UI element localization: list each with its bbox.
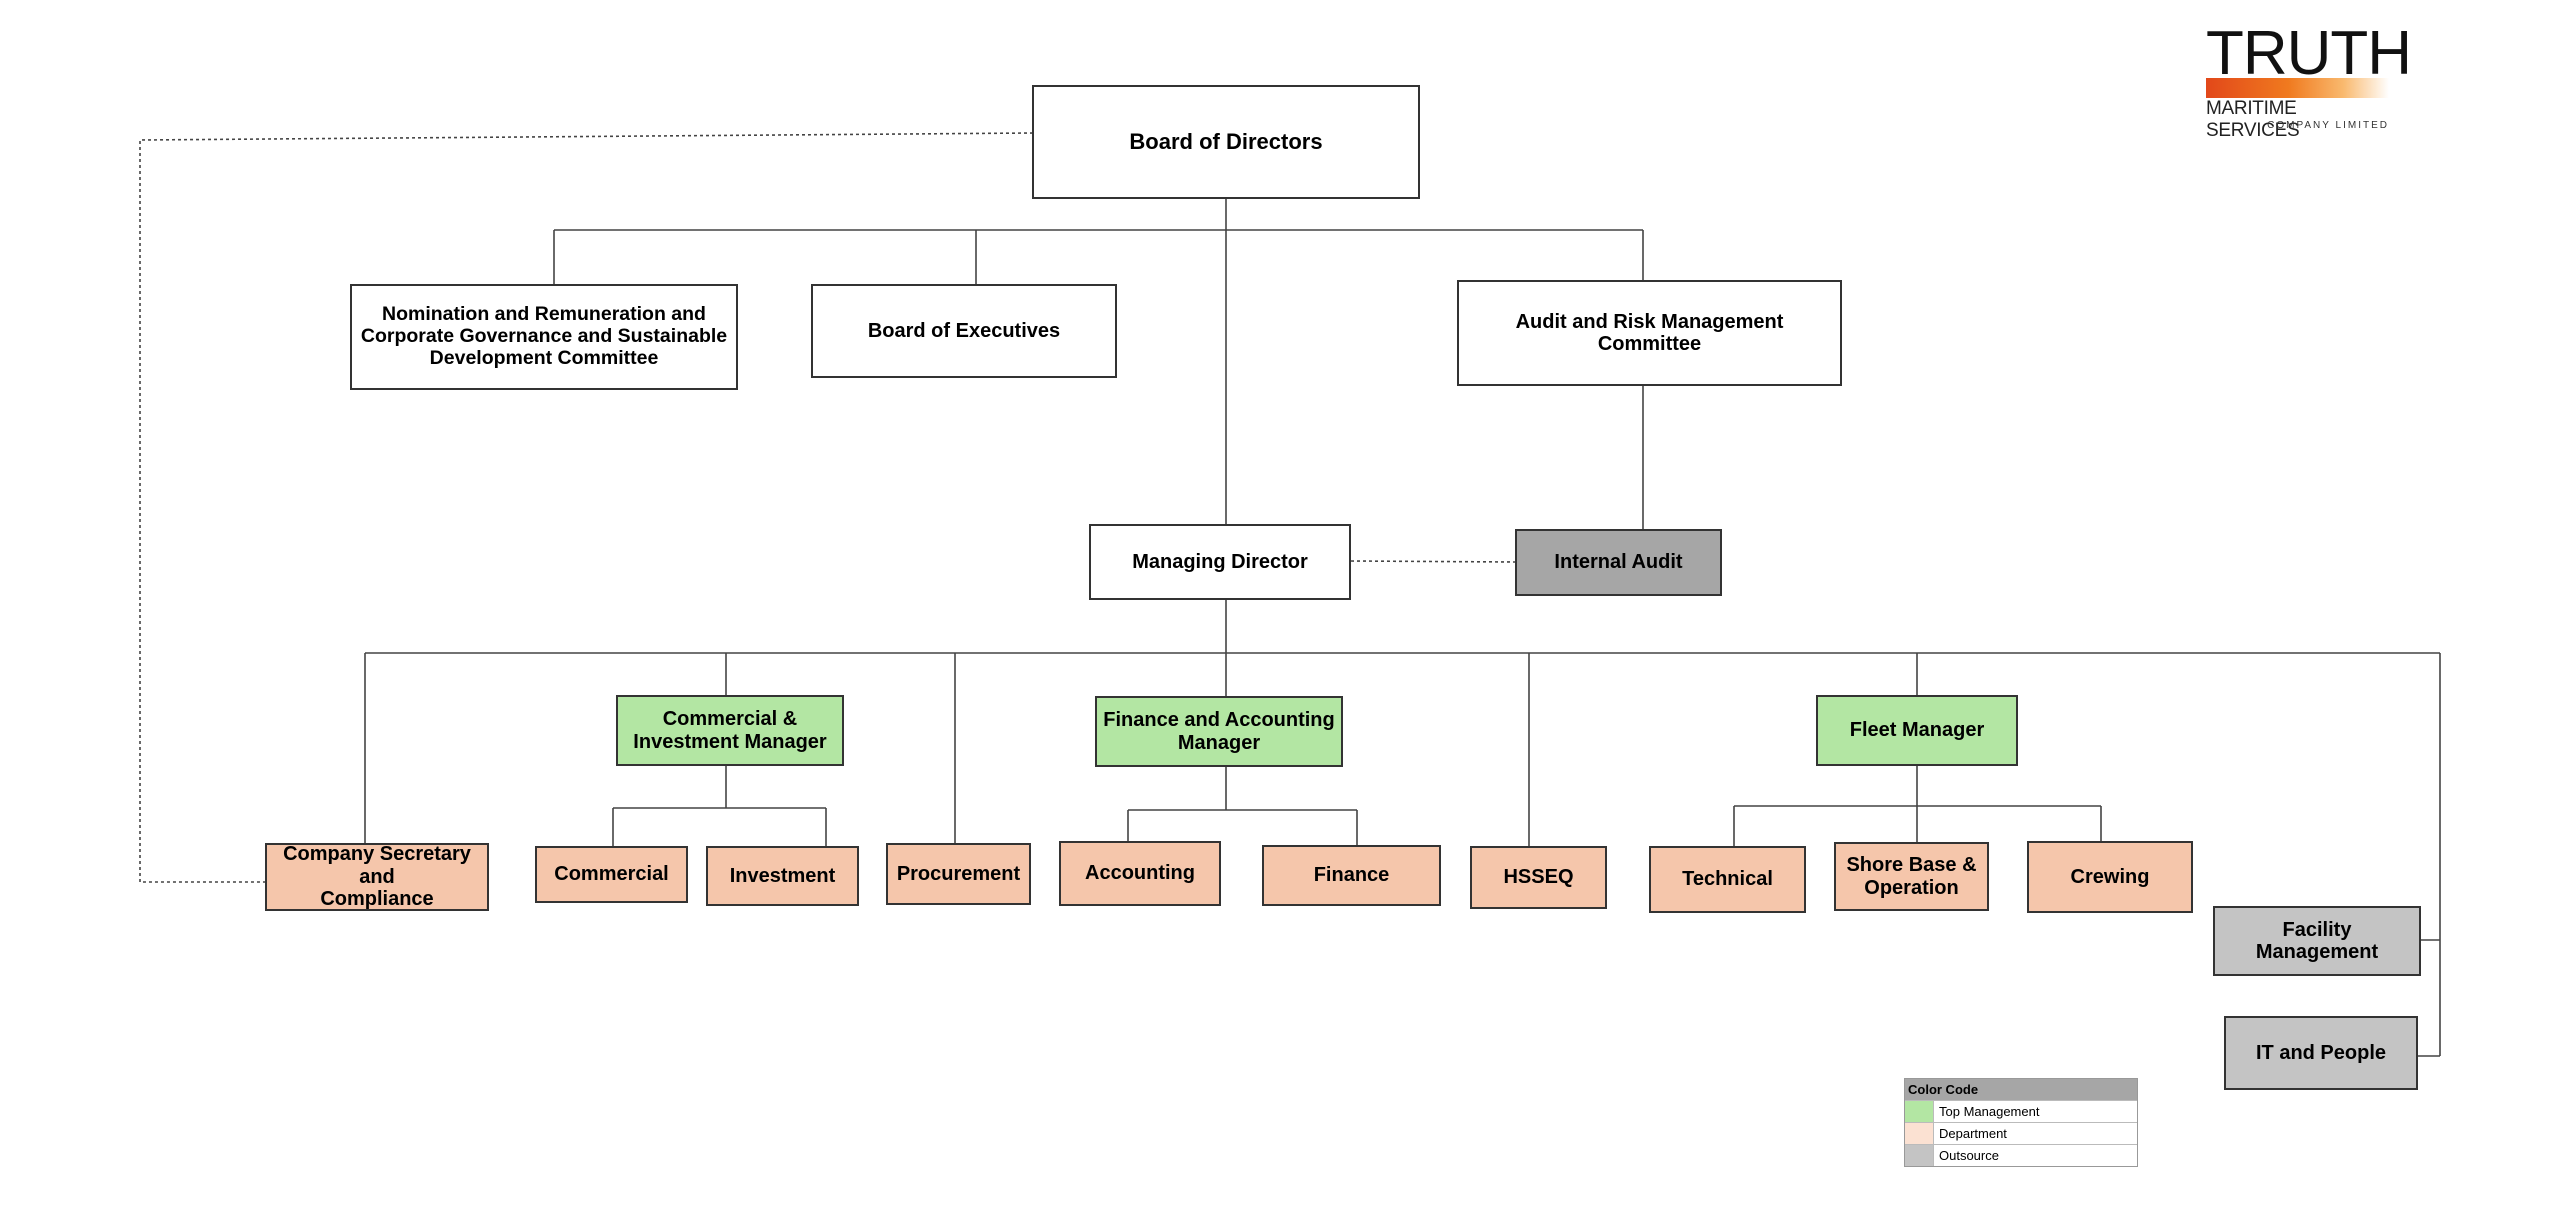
legend-swatch-department [1905, 1123, 1934, 1144]
node-technical: Technical [1649, 846, 1806, 913]
node-investment: Investment [706, 846, 859, 906]
node-managing-director: Managing Director [1089, 524, 1351, 600]
node-commercial-investment-manager: Commercial & Investment Manager [616, 695, 844, 766]
legend-swatch-top-management [1905, 1101, 1934, 1122]
legend-swatch-outsource [1905, 1145, 1934, 1166]
node-procurement: Procurement [886, 843, 1031, 905]
logo-color-bar [2206, 78, 2389, 98]
node-it-and-people: IT and People [2224, 1016, 2418, 1090]
logo-wordmark: TRUTH [2206, 19, 2412, 88]
legend-label: Outsource [1939, 1148, 1999, 1163]
legend-label: Department [1939, 1126, 2007, 1141]
node-board-of-directors: Board of Directors [1032, 85, 1420, 199]
legend-item: Top Management [1905, 1100, 2137, 1122]
logo-subtitle: MARITIME SERVICES [2206, 98, 2300, 141]
node-fleet-manager: Fleet Manager [1816, 695, 2018, 766]
node-finance-accounting-manager: Finance and Accounting Manager [1095, 696, 1343, 767]
node-accounting: Accounting [1059, 841, 1221, 906]
node-facility-management: Facility Management [2213, 906, 2421, 976]
node-hsseq: HSSEQ [1470, 846, 1607, 909]
legend-label: Top Management [1939, 1104, 2040, 1119]
node-internal-audit: Internal Audit [1515, 529, 1722, 596]
legend-title: Color Code [1905, 1079, 2137, 1100]
node-board-of-executives: Board of Executives [811, 284, 1117, 378]
node-shore-base-operation: Shore Base & Operation [1834, 842, 1989, 911]
company-logo: TRUTH MARITIME SERVICES COMPANY LIMITED [2203, 19, 2412, 141]
legend-item: Outsource [1905, 1144, 2137, 1166]
node-commercial: Commercial [535, 846, 688, 903]
node-crewing: Crewing [2027, 841, 2193, 913]
node-nomination-committee: Nomination and Remuneration and Corporat… [350, 284, 738, 390]
legend-item: Department [1905, 1122, 2137, 1144]
color-code-legend: Color Code Top Management Department Out… [1904, 1078, 2138, 1167]
node-audit-risk-committee: Audit and Risk Management Committee [1457, 280, 1842, 386]
node-finance: Finance [1262, 845, 1441, 906]
node-company-secretary: Company Secretary and Compliance [265, 843, 489, 911]
logo-tagline: COMPANY LIMITED [2267, 120, 2389, 131]
